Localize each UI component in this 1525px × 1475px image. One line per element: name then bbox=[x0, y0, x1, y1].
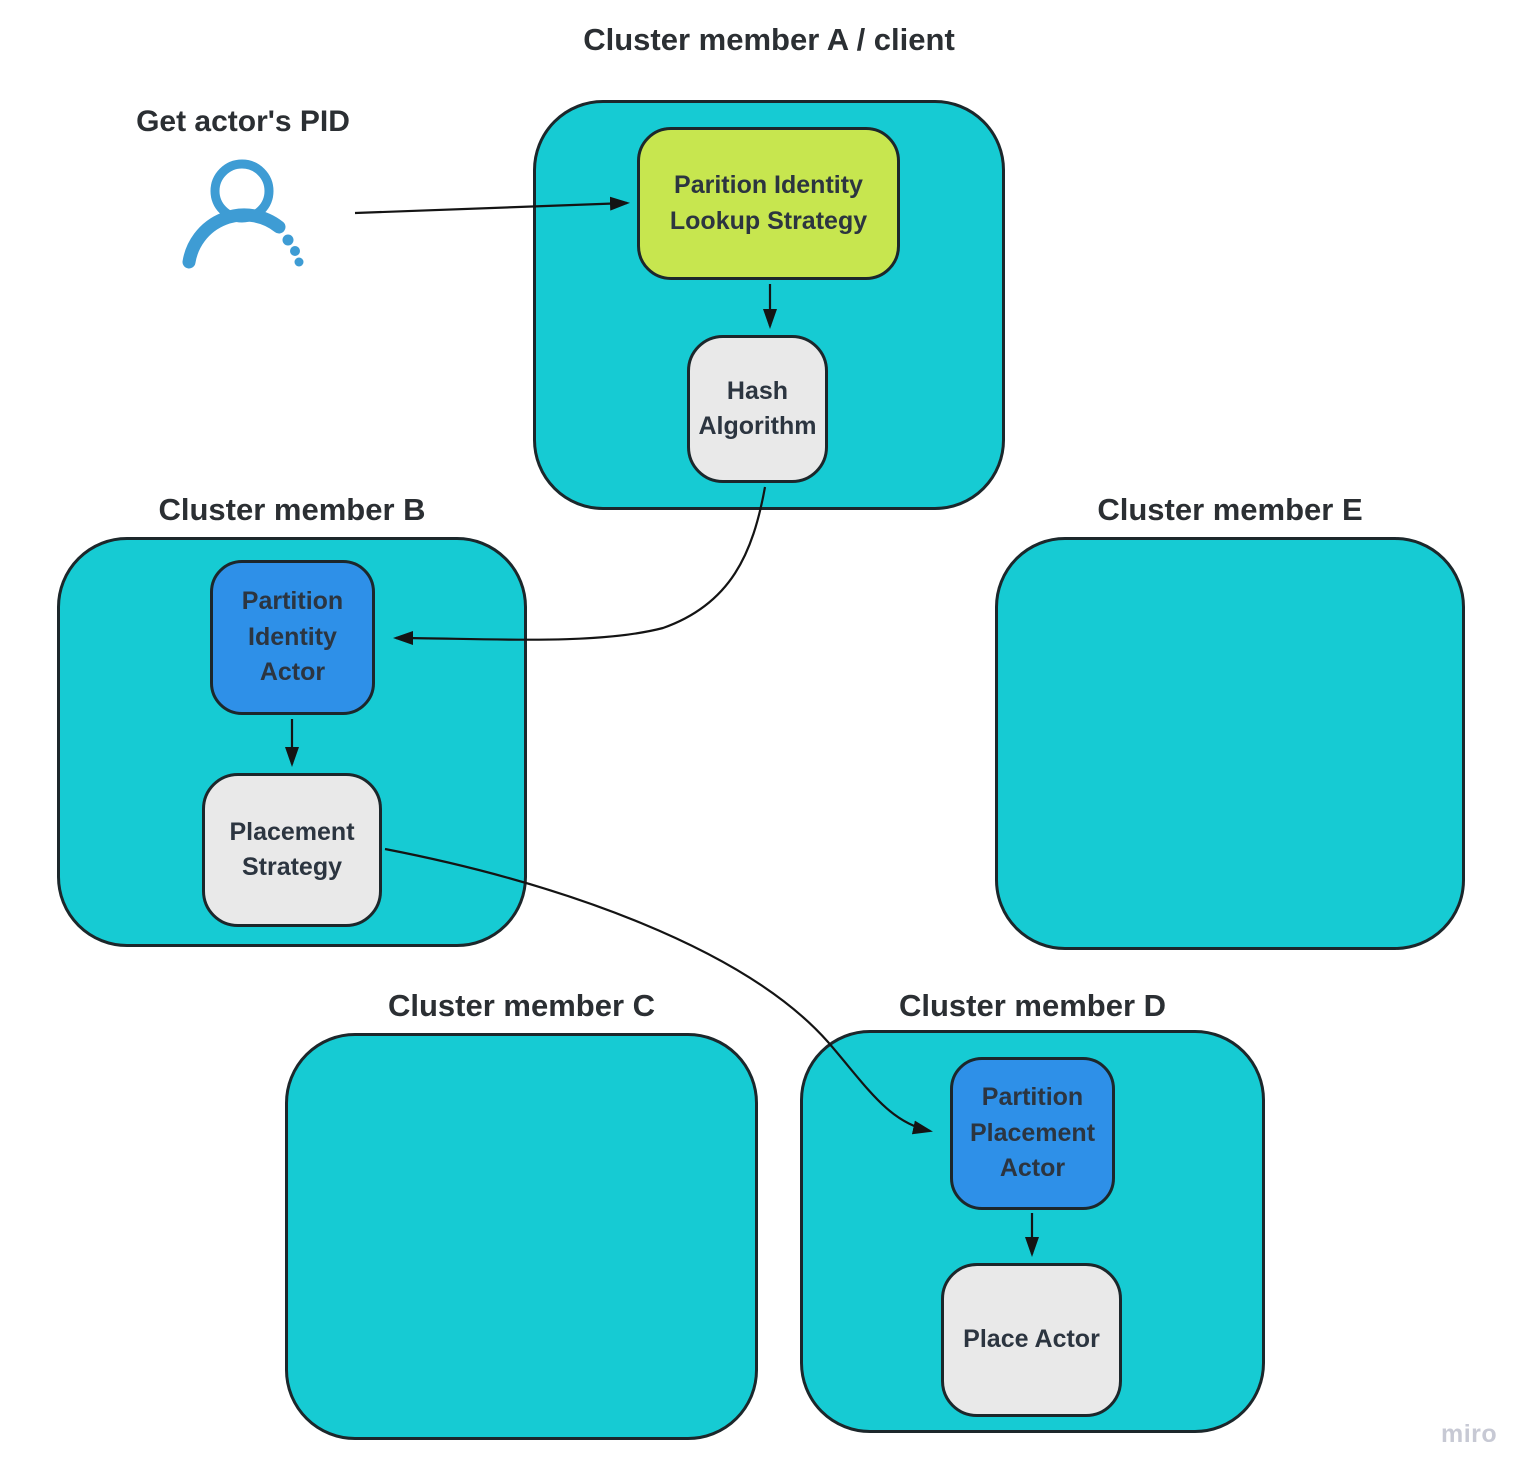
cluster-c-title: Cluster member C bbox=[387, 988, 656, 1023]
cluster-a-title: Cluster member A / client bbox=[583, 22, 955, 57]
cluster-b-title: Cluster member B bbox=[158, 492, 426, 527]
node-parition-identity-lookup-strategy[interactable]: Parition Identity Lookup Strategy bbox=[637, 127, 900, 280]
node-label: Partition Identity Actor bbox=[241, 587, 344, 687]
person-icon[interactable] bbox=[182, 159, 304, 269]
node-partition-identity-actor[interactable]: Partition Identity Actor bbox=[210, 560, 375, 715]
node-label: Placement Strategy bbox=[229, 817, 355, 882]
node-label: Place Actor bbox=[963, 1325, 1100, 1354]
cluster-e-title: Cluster member E bbox=[1097, 492, 1363, 527]
node-label: Parition Identity Lookup Strategy bbox=[669, 171, 868, 235]
miro-watermark: miro bbox=[1441, 1420, 1498, 1448]
node-partition-placement-actor[interactable]: Partition Placement Actor bbox=[950, 1057, 1115, 1210]
node-hash-algorithm[interactable]: Hash Algorithm bbox=[687, 335, 828, 483]
node-placement-strategy[interactable]: Placement Strategy bbox=[202, 773, 382, 927]
cluster-c-box[interactable] bbox=[285, 1033, 758, 1440]
node-label: Partition Placement Actor bbox=[969, 1083, 1096, 1183]
cluster-d-title: Cluster member D bbox=[898, 988, 1167, 1023]
cluster-e-box[interactable] bbox=[995, 537, 1465, 950]
get-actors-pid-label: Get actor's PID bbox=[136, 105, 350, 138]
node-place-actor[interactable]: Place Actor bbox=[941, 1263, 1122, 1417]
node-label: Hash Algorithm bbox=[698, 376, 817, 441]
